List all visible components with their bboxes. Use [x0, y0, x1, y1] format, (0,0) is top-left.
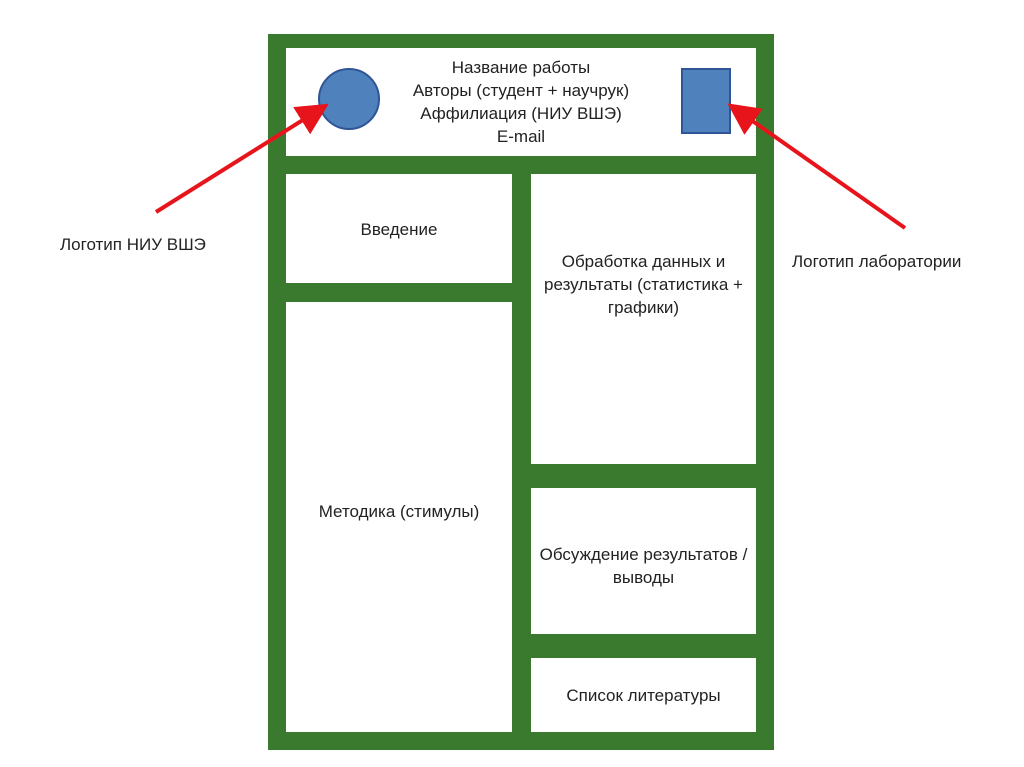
intro-label: Введение [360, 220, 438, 239]
results-panel: Обработка данных и результаты (статистик… [531, 174, 756, 464]
discussion-panel: Обсуждение результатов / выводы [531, 488, 756, 634]
poster-email: E-mail [496, 127, 546, 146]
methods-label: Методика (стимулы) [318, 501, 480, 521]
references-label: Список литературы [566, 685, 721, 705]
poster-affiliation: Аффилиация (НИУ ВШЭ) [420, 104, 622, 123]
intro-panel: Введение [286, 174, 512, 283]
methods-panel: Методика (стимулы) [286, 302, 512, 732]
lab-logo-placeholder-icon [681, 68, 731, 134]
discussion-label: Обсуждение результатов / выводы [539, 545, 748, 587]
hse-logo-placeholder-icon [318, 68, 380, 130]
poster-frame: Название работы Авторы (студент + научру… [268, 34, 774, 750]
poster-authors: Авторы (студент + научрук) [412, 81, 630, 100]
poster-title: Название работы [451, 58, 591, 77]
lab-logo-callout: Логотип лаборатории [792, 252, 962, 271]
hse-logo-callout: Логотип НИУ ВШЭ [60, 235, 206, 254]
results-label: Обработка данных и результаты (статистик… [544, 251, 743, 317]
references-panel: Список литературы [531, 658, 756, 732]
